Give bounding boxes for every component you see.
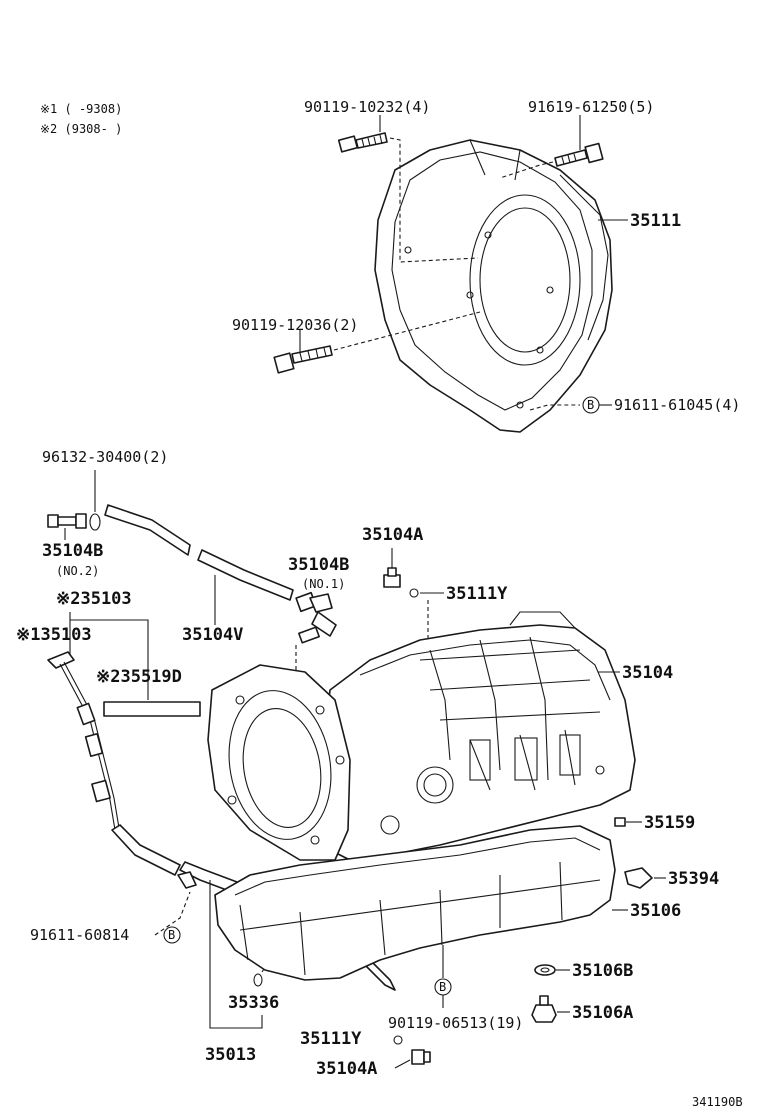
clip-96132-30400[interactable] — [89, 513, 101, 531]
plug-35104a-top[interactable] — [383, 567, 401, 588]
label-96132-30400: 96132-30400(2) — [42, 448, 168, 466]
label-35111y-top: 35111Y — [446, 584, 508, 604]
note-2: ※2 (9308- ) — [40, 122, 122, 136]
label-no1: (NO.1) — [302, 577, 345, 591]
union-35104b-no1[interactable] — [295, 591, 337, 644]
label-no2: (NO.2) — [56, 564, 99, 578]
bolt-90119-12036[interactable] — [273, 345, 333, 374]
label-35111: 35111 — [630, 211, 681, 231]
label-35104a-bottom: 35104A — [316, 1059, 377, 1079]
label-35111y-bottom: 35111Y — [300, 1029, 362, 1049]
label-91611-60814: 91611-60814 — [30, 926, 129, 944]
strainer-35394[interactable] — [624, 867, 653, 889]
label-35104v: 35104V — [182, 625, 243, 645]
label-tag-35519d[interactable] — [103, 701, 201, 717]
label-35104b-no2: 35104B — [42, 541, 103, 561]
gasket-35111y-bottom[interactable] — [393, 1035, 403, 1045]
circle-b-marker-left — [163, 926, 181, 944]
bolt-90119-10232[interactable] — [337, 132, 388, 153]
gasket-35111y-top[interactable] — [409, 588, 419, 598]
label-35104a-top: 35104A — [362, 525, 423, 545]
circle-b-label-bottom: B — [439, 980, 446, 994]
leader-35104a-bottom — [394, 1059, 411, 1069]
note-1: ※1 ( -9308) — [40, 102, 122, 116]
diagram-code: 341190B — [692, 1095, 743, 1109]
label-35106: 35106 — [630, 901, 681, 921]
label-91619-61250: 91619-61250(5) — [528, 98, 654, 116]
oil-pan-35106[interactable] — [214, 825, 616, 981]
label-90119-12036: 90119-12036(2) — [232, 316, 358, 334]
label-91611-61045: 91611-61045(4) — [614, 396, 740, 414]
dashed-path-91611-60814 — [154, 891, 191, 936]
label-35103-2: ※235103 — [56, 589, 132, 609]
dipstick-35103[interactable] — [47, 651, 120, 831]
label-35336: 35336 — [228, 993, 279, 1013]
label-35106b: 35106B — [572, 961, 633, 981]
label-35013: 35013 — [205, 1045, 256, 1065]
bell-housing-35111[interactable] — [374, 139, 613, 433]
bracket-35013 — [209, 880, 263, 1029]
label-35104: 35104 — [622, 663, 673, 683]
transmission-case-35104[interactable] — [207, 611, 636, 861]
label-35394: 35394 — [668, 869, 719, 889]
clamp-35336[interactable] — [253, 973, 263, 987]
label-90119-10232: 90119-10232(4) — [304, 98, 430, 116]
breather-hose-35104v[interactable] — [104, 504, 294, 601]
gasket-35106b[interactable] — [534, 964, 556, 976]
label-35159: 35159 — [644, 813, 695, 833]
label-35104b-no1: 35104B — [288, 555, 349, 575]
circle-b-label-top: B — [587, 398, 594, 412]
label-90119-06513: 90119-06513(19) — [388, 1014, 523, 1032]
dashed-path-90119-10232 — [389, 137, 479, 263]
label-35519d: ※235519D — [96, 667, 182, 687]
plug-35104a-bottom[interactable] — [411, 1049, 431, 1065]
plug-35159[interactable] — [614, 817, 626, 827]
bolt-91619-61250[interactable] — [554, 142, 604, 167]
label-35106a: 35106A — [572, 1003, 633, 1023]
breather-plug-35104b-no2[interactable] — [47, 513, 87, 529]
drain-plug-35106a[interactable] — [531, 995, 557, 1023]
label-35103-1: ※135103 — [16, 625, 92, 645]
circle-b-label-left: B — [168, 928, 175, 942]
bracket-35103-2 — [70, 619, 149, 700]
